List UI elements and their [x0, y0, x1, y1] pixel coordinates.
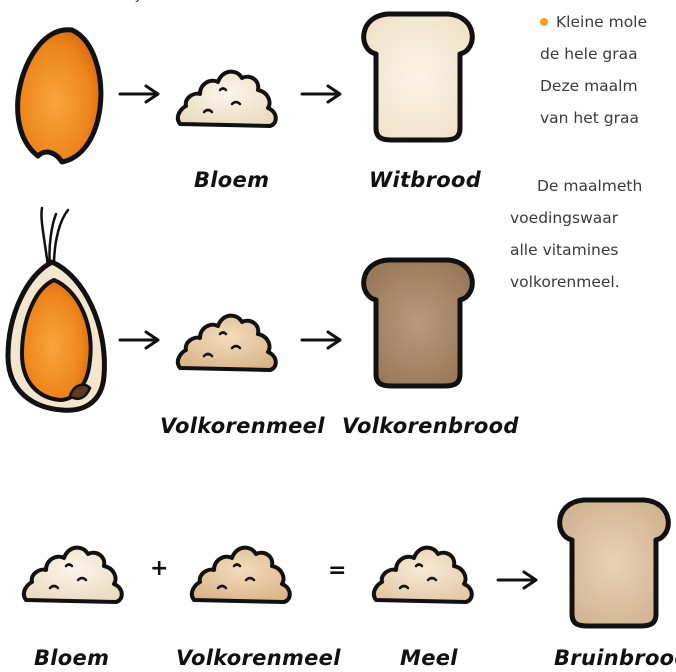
arrow-right-icon: [118, 84, 162, 104]
bread-label: Bruinbrood: [554, 646, 676, 670]
bullet-text-line: Deze maalm: [540, 70, 638, 102]
flour-pile-whole-icon: [174, 304, 282, 376]
flour-pile-white-icon: [20, 536, 128, 608]
flour-label: Volkorenmeel: [160, 414, 325, 438]
whole-wheat-bread-icon: [356, 256, 480, 390]
arrow-right-icon: [300, 84, 344, 104]
bullet-text-line: Kleine mole: [556, 6, 647, 38]
plus-symbol: +: [150, 556, 168, 581]
flour-label: Volkorenmeel: [176, 646, 341, 670]
bullet-dot: [540, 18, 548, 26]
cut-off-text: j: [136, 0, 140, 10]
flour-pile-whole-icon: [188, 536, 296, 608]
flour-label: Bloem: [194, 168, 269, 192]
paragraph-line: volkorenmeel.: [510, 266, 620, 298]
flour-pile-mix-icon: [370, 536, 478, 608]
white-bread-icon: [356, 10, 480, 144]
arrow-right-icon: [118, 330, 162, 350]
whole-grain-with-husk-icon: [4, 206, 114, 416]
paragraph-line: voedingswaar: [510, 202, 618, 234]
brown-bread-icon: [552, 496, 676, 630]
paragraph-line: De maalmeth: [537, 170, 642, 202]
arrow-right-icon: [496, 570, 540, 590]
wheat-kernel-icon: [14, 26, 106, 166]
bullet-text-line: van het graa: [540, 102, 639, 134]
equals-symbol: =: [328, 558, 346, 583]
flour-label: Meel: [400, 646, 458, 670]
bread-label: Witbrood: [369, 168, 481, 192]
paragraph-line: alle vitamines: [510, 234, 618, 266]
bullet-text-line: de hele graa: [540, 38, 638, 70]
flour-pile-white-icon: [174, 60, 282, 132]
flour-label: Bloem: [34, 646, 109, 670]
arrow-right-icon: [300, 330, 344, 350]
bread-label: Volkorenbrood: [342, 414, 519, 438]
